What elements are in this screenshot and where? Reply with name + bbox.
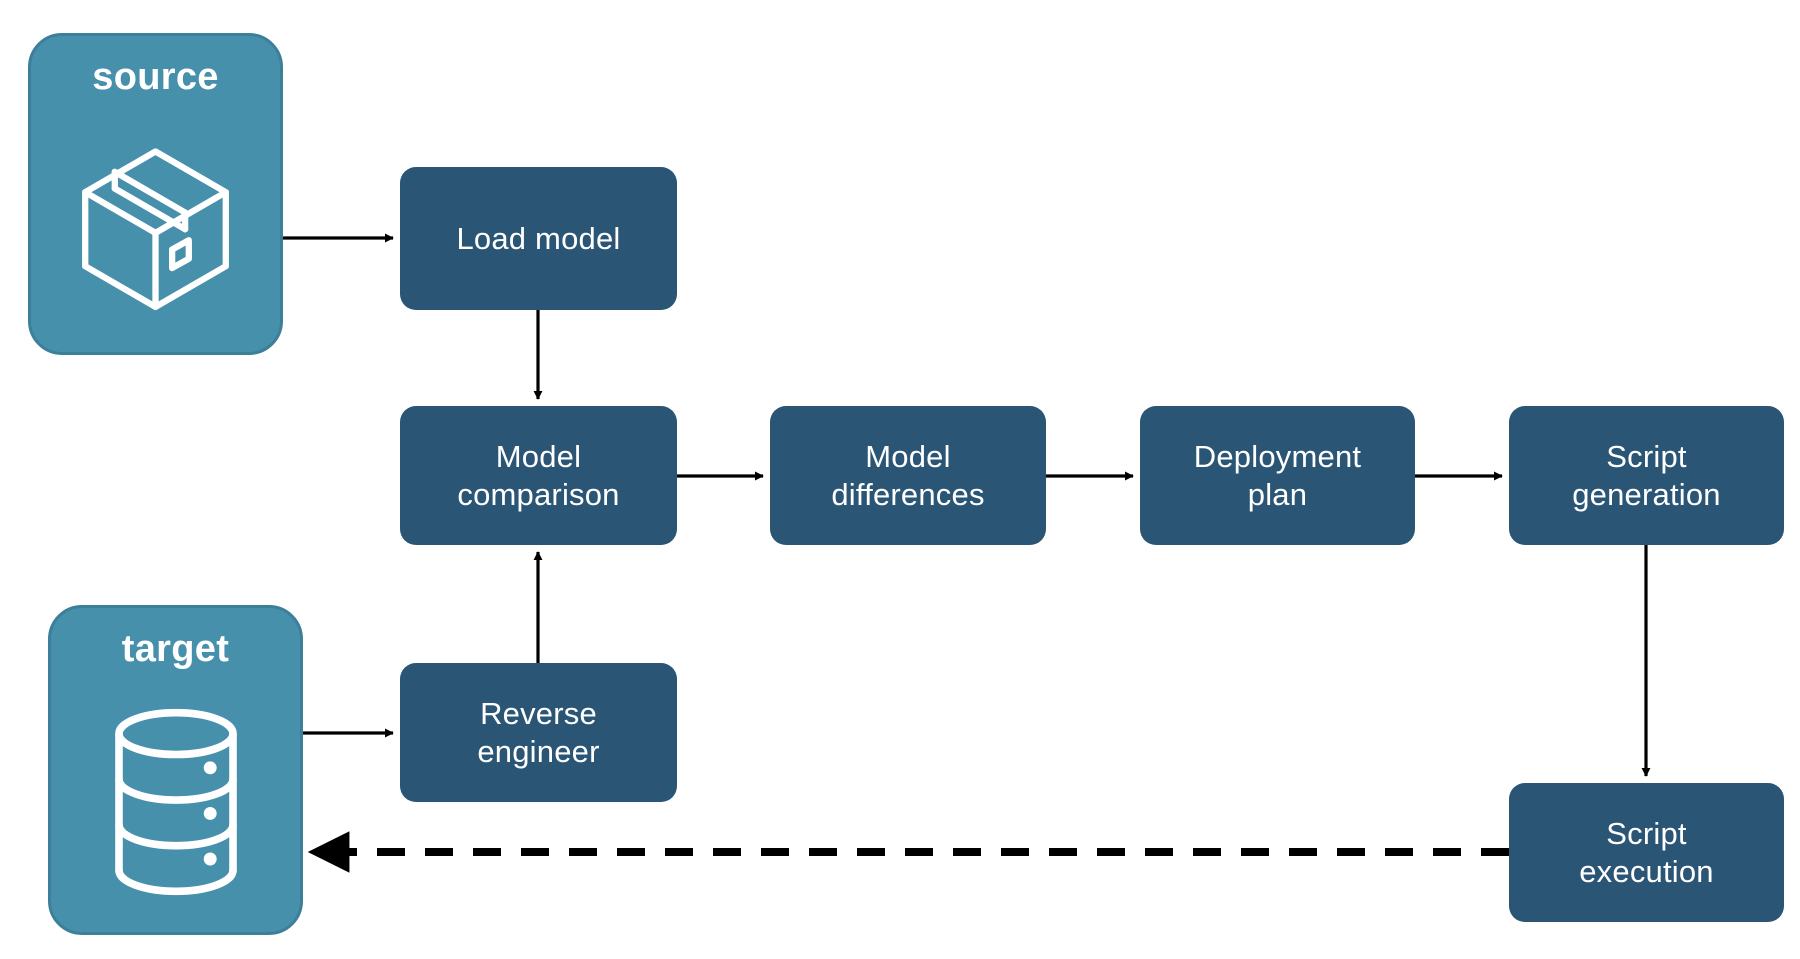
- node-deployment-plan[interactable]: Deployment plan: [1140, 406, 1415, 545]
- package-box-icon: [31, 99, 280, 352]
- node-source[interactable]: source: [28, 33, 283, 355]
- node-script-generation-label: Script generation: [1572, 438, 1721, 512]
- node-target[interactable]: target: [48, 605, 303, 935]
- node-model-comparison[interactable]: Model comparison: [400, 406, 677, 545]
- node-reverse-engineer-label: Reverse engineer: [477, 695, 600, 769]
- node-load-model-label: Load model: [456, 220, 621, 256]
- node-script-execution[interactable]: Script execution: [1509, 783, 1784, 922]
- database-cylinder-icon: [51, 671, 300, 932]
- node-load-model[interactable]: Load model: [400, 167, 677, 310]
- node-script-generation[interactable]: Script generation: [1509, 406, 1784, 545]
- node-model-differences-label: Model differences: [831, 438, 985, 512]
- node-target-label: target: [121, 628, 230, 670]
- node-reverse-engineer[interactable]: Reverse engineer: [400, 663, 677, 802]
- node-source-label: source: [92, 56, 219, 98]
- node-deployment-plan-label: Deployment plan: [1193, 438, 1362, 512]
- node-model-differences[interactable]: Model differences: [770, 406, 1046, 545]
- node-model-comparison-label: Model comparison: [457, 438, 620, 512]
- node-script-execution-label: Script execution: [1579, 815, 1714, 889]
